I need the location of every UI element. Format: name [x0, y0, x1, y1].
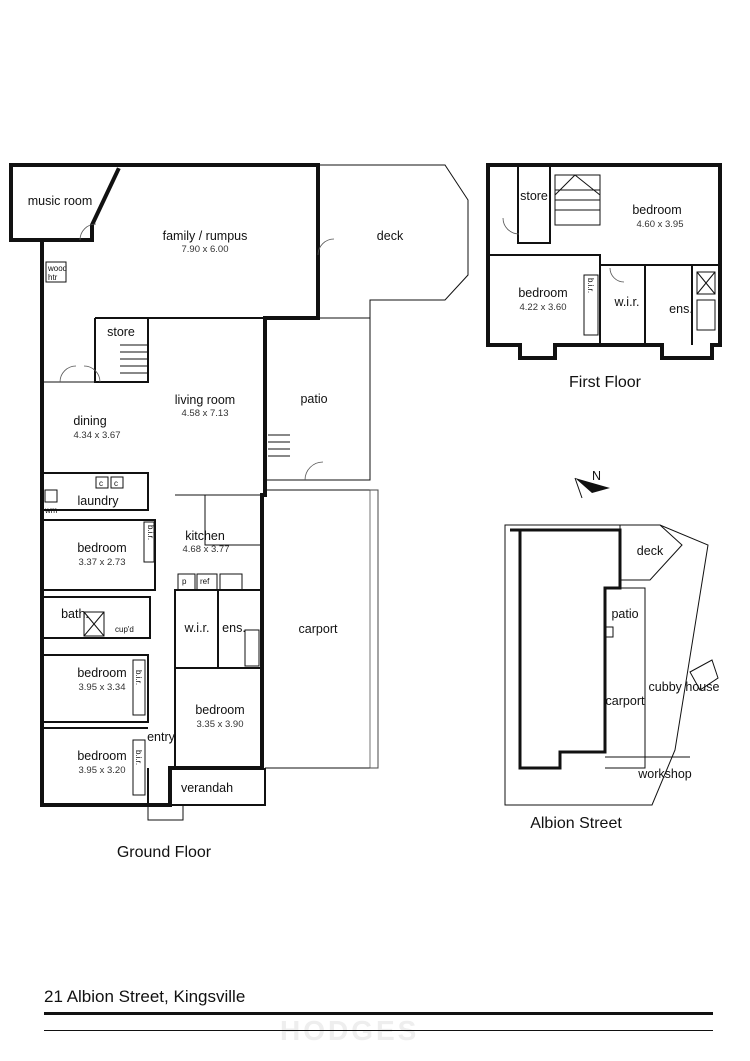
- ground-floor-title: Ground Floor: [117, 844, 212, 861]
- fixture-label: htr: [48, 273, 58, 282]
- room-label: dining: [73, 414, 106, 428]
- site-label: workshop: [637, 767, 692, 781]
- fixture-label: b.i.r.: [134, 750, 143, 765]
- room-dimensions: 4.68 x 3.77: [182, 544, 229, 555]
- first-floor-labels: store bedroom 4.60 x 3.95 bedroom 4.22 x…: [518, 189, 692, 391]
- site-label: cubby house: [649, 680, 720, 694]
- room-label: ens.: [222, 621, 246, 635]
- site-plan: [504, 477, 719, 806]
- room-label: bedroom: [77, 541, 126, 555]
- room-dimensions: 3.35 x 3.90: [196, 719, 243, 730]
- room-dimensions: 3.95 x 3.20: [78, 765, 125, 776]
- room-dimensions: 7.90 x 6.00: [181, 244, 228, 255]
- room-label: ens.: [669, 302, 693, 316]
- room-label: carport: [299, 622, 338, 636]
- fixture-label: ref: [200, 577, 210, 586]
- room-dimensions: 4.60 x 3.95: [636, 219, 683, 230]
- room-label: store: [520, 189, 548, 203]
- fixture-label: wm: [44, 506, 58, 515]
- fixture-label: b.i.r.: [586, 278, 595, 293]
- room-label: bedroom: [195, 703, 244, 717]
- room-label: living room: [175, 393, 235, 407]
- fixture-label: wood: [47, 264, 67, 273]
- room-label: entry: [147, 730, 176, 744]
- north-label: N: [592, 469, 601, 483]
- room-label: bedroom: [77, 749, 126, 763]
- divider: [44, 1030, 713, 1031]
- first-floor-title: First Floor: [569, 374, 642, 391]
- ground-floor-labels: music room family / rumpus 7.90 x 6.00 d…: [28, 194, 404, 861]
- agency-watermark: HODGES: [280, 1015, 420, 1046]
- room-dimensions: 3.95 x 3.34: [78, 682, 125, 693]
- room-label: bedroom: [77, 666, 126, 680]
- room-label: deck: [377, 229, 404, 243]
- fixture-label: c: [114, 479, 118, 488]
- street-label: Albion Street: [530, 815, 622, 832]
- room-label: verandah: [181, 781, 233, 795]
- room-label: w.i.r.: [613, 295, 639, 309]
- room-label: patio: [300, 392, 327, 406]
- property-address: 21 Albion Street, Kingsville: [44, 987, 246, 1006]
- fixture-label: b.i.r.: [134, 670, 143, 685]
- room-label: bedroom: [518, 286, 567, 300]
- fixture-label: b.i.r.: [146, 525, 155, 540]
- room-label: family / rumpus: [163, 229, 248, 243]
- room-dimensions: 3.37 x 2.73: [78, 557, 125, 568]
- room-label: bedroom: [632, 203, 681, 217]
- room-label: kitchen: [185, 529, 225, 543]
- room-label: store: [107, 325, 135, 339]
- fixture-label: c: [99, 479, 103, 488]
- site-label: carport: [606, 694, 645, 708]
- site-label: patio: [611, 607, 638, 621]
- room-label: w.i.r.: [183, 621, 209, 635]
- room-dimensions: 4.22 x 3.60: [519, 302, 566, 313]
- site-plan-labels: deck patio carport cubby house workshop …: [530, 469, 719, 832]
- room-label: music room: [28, 194, 93, 208]
- site-label: deck: [637, 544, 664, 558]
- fixture-label: p: [182, 577, 187, 586]
- fixture-label: cup'd: [115, 625, 134, 634]
- divider: [44, 1012, 713, 1015]
- first-floor-plan: [486, 163, 722, 360]
- room-label: bath.: [61, 607, 89, 621]
- room-dimensions: 4.34 x 3.67: [73, 430, 120, 441]
- room-label: laundry: [78, 494, 120, 508]
- room-dimensions: 4.58 x 7.13: [181, 408, 228, 419]
- ground-floor-plan: [9, 163, 469, 821]
